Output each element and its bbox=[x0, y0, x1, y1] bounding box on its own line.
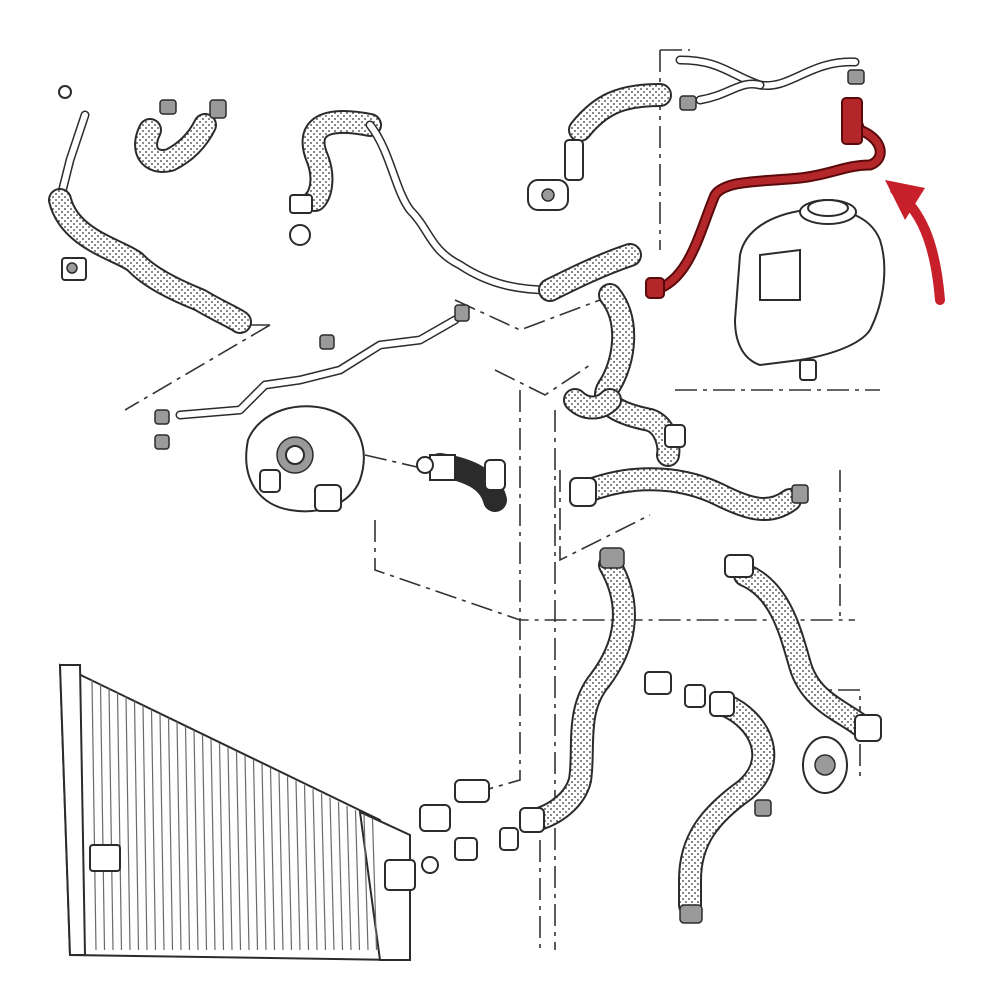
radiator-fin bbox=[354, 810, 361, 951]
radiator-fin bbox=[312, 789, 318, 951]
radiator-fin bbox=[363, 814, 369, 951]
highlighted-hose bbox=[645, 97, 886, 299]
radiator-fin bbox=[269, 768, 276, 951]
radiator-fin bbox=[201, 734, 208, 951]
radiator-fin bbox=[99, 684, 106, 951]
radiator-fin bbox=[371, 818, 378, 951]
lower-left-pipe bbox=[154, 304, 470, 450]
right-middle-hose bbox=[569, 467, 809, 522]
radiator-fin bbox=[235, 751, 242, 951]
radiator-fin bbox=[337, 801, 344, 951]
radiator-fin bbox=[252, 759, 259, 951]
radiator-fin bbox=[150, 709, 157, 951]
middle-connector bbox=[416, 453, 507, 512]
radiator-fin bbox=[193, 730, 199, 951]
right-lower-hose bbox=[724, 554, 882, 742]
radiator-fin bbox=[303, 784, 310, 951]
radiator-fin bbox=[167, 717, 174, 951]
upper-left-hose bbox=[48, 85, 252, 334]
upper-right-line bbox=[527, 55, 865, 211]
radiator-fin bbox=[142, 705, 148, 951]
radiator-fin bbox=[91, 679, 97, 951]
expansion-tank bbox=[733, 199, 886, 381]
radiator-fin bbox=[320, 793, 327, 951]
radiator-fin bbox=[286, 776, 293, 951]
highlight-arrow bbox=[885, 180, 945, 305]
radiator-fin bbox=[244, 755, 250, 951]
radiator bbox=[58, 663, 416, 962]
lower-center-hose bbox=[519, 547, 636, 833]
radiator-fin bbox=[227, 747, 233, 951]
small-fittings bbox=[419, 671, 706, 874]
radiator-fin bbox=[218, 742, 225, 951]
radiator-fin bbox=[295, 780, 301, 951]
radiator-fin bbox=[210, 738, 216, 951]
thermostat-housing bbox=[245, 405, 365, 513]
radiator-fin bbox=[116, 692, 123, 951]
radiator-fin bbox=[329, 797, 335, 951]
bottom-right-hose bbox=[678, 691, 848, 924]
tank-return-hose bbox=[563, 283, 686, 467]
radiator-fin bbox=[108, 688, 114, 951]
radiator-fin bbox=[261, 763, 267, 951]
radiator-fin bbox=[346, 805, 352, 951]
radiator-fin bbox=[133, 700, 140, 951]
radiator-fin bbox=[125, 696, 131, 951]
radiator-fin bbox=[278, 772, 284, 951]
leader-lines bbox=[124, 49, 880, 950]
radiator-fin bbox=[184, 726, 191, 951]
upper-middle-line bbox=[289, 109, 642, 302]
small-elbow-hose bbox=[134, 99, 227, 173]
radiator-fin bbox=[159, 713, 165, 951]
radiator-fin bbox=[176, 721, 182, 951]
